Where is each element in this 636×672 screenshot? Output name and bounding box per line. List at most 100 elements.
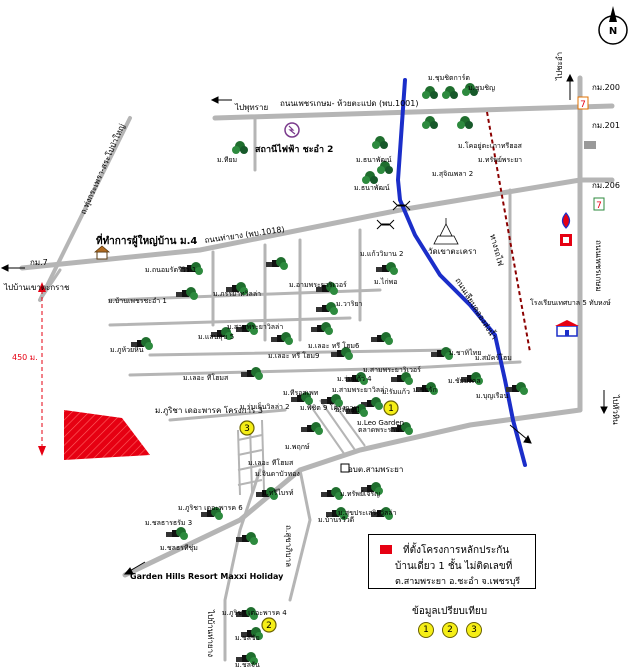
svg-text:ม.สามพระยาริเวอร์: ม.สามพระยาริเวอร์	[363, 366, 421, 374]
comparison-marker-2: 2	[442, 622, 458, 638]
road-h3	[148, 348, 452, 357]
svg-text:ม.เลอะ ทีโฮมส: ม.เลอะ ทีโฮมส	[183, 373, 229, 382]
road-market-branch	[288, 468, 312, 602]
label-north-arrow: ไปพุทราย	[234, 103, 268, 112]
label-ampur-pond: อบต.สามพระยา	[348, 465, 403, 474]
seven-eleven-icon: 7	[577, 96, 589, 110]
label-school: โรงเรียนเทศบาล 5 ทับหงษ์	[530, 298, 611, 307]
label-railway: ทางรถไฟ	[488, 233, 505, 267]
svg-text:ม.ถนอมรัตรีวิว 1: ม.ถนอมรัตรีวิว 1	[145, 266, 196, 274]
label-north-road: ถนนเพชรเกษม- ห้วยตะแปด (พบ.1001)	[280, 99, 418, 108]
road-h4	[128, 360, 522, 377]
svg-text:ม.ชาทิไทย: ม.ชาทิไทย	[449, 348, 481, 357]
svg-text:ม.รัมแก้ว: ม.รัมแก้ว	[382, 388, 410, 396]
label-petchkasem: ถนนเพชรเกษม	[594, 240, 603, 292]
svg-text:ม.ธนาพัฒน์: ม.ธนาพัฒน์	[356, 156, 392, 164]
svg-text:ม.สมัคร์โฮม: ม.สมัคร์โฮม	[475, 353, 512, 362]
svg-text:ม.ชลจัน: ม.ชลจัน	[235, 661, 260, 669]
project-site	[64, 410, 150, 460]
svg-text:ม.เลอะ ทรี โฮม6: ม.เลอะ ทรี โฮม6	[308, 341, 360, 350]
svg-text:ม.ทรีไบรท์: ม.ทรีไบรท์	[262, 488, 294, 497]
bank-icon	[560, 234, 572, 246]
svg-text:ม.ร่มแก้ว 4: ม.ร่มแก้ว 4	[337, 375, 372, 383]
svg-text:ม.ทีรอสเพท: ม.ทีรอสเพท	[283, 389, 319, 397]
label-km206: กม.206	[592, 181, 620, 190]
label-west-arrow: ไปบ้านเขาตะกราช	[3, 283, 70, 292]
svg-text:ม.ทรัพย์เจริญ: ม.ทรัพย์เจริญ	[340, 490, 380, 498]
svg-text:ม.แสนสุข 5: ม.แสนสุข 5	[198, 333, 234, 341]
svg-text:ม.ภรรยาทวิลล่า: ม.ภรรยาทวิลล่า	[213, 290, 261, 298]
label-distance: 450 ม.	[12, 353, 38, 362]
village-labels: ม.ชุมชิตการ์ต ม.ชุมชิญ ม.โคอยู่ตะเภาทรีฮ…	[108, 74, 523, 669]
river	[395, 78, 527, 467]
label-km200: กม.200	[592, 83, 620, 92]
road-southwest	[223, 468, 262, 662]
svg-text:ม.Leo Garden: ม.Leo Garden	[357, 419, 404, 427]
road-left-diagonal	[38, 116, 132, 302]
village-office-icon	[93, 245, 111, 260]
legend-swatch	[380, 545, 392, 554]
label-market: ตลาดพระราม	[358, 426, 400, 434]
svg-text:ม.ชลชัย: ม.ชลชัย	[235, 634, 260, 642]
label-temple: วัดเขาตะเครา	[428, 247, 477, 256]
svg-text:ม.ธนาพัฒน์: ม.ธนาพัฒน์	[354, 184, 390, 192]
svg-text:ม.สุจิณพลา 2: ม.สุจิณพลา 2	[432, 170, 473, 178]
svg-text:ม.ชุมชิญ: ม.ชุมชิญ	[468, 84, 495, 92]
svg-text:ม.ไก่พอ: ม.ไก่พอ	[374, 277, 397, 286]
substation-icon	[284, 122, 300, 138]
comparable-marker-2: 2	[261, 617, 277, 633]
svg-text:ม.ชลธรทีชุ่ม: ม.ชลธรทีชุ่ม	[160, 544, 198, 552]
svg-text:ม.แก้ววิมาน 2: ม.แก้ววิมาน 2	[360, 250, 403, 258]
school-icon	[555, 320, 579, 337]
seven-eleven-icon-2: 7	[593, 197, 605, 211]
legend-line-2: ต.สามพระยา อ.ชะอำ จ.เพชรบุรี	[395, 577, 521, 587]
project-subdivision-grid	[237, 397, 366, 496]
svg-text:ม.ร่มเย็นวิลล่า 2: ม.ร่มเย็นวิลล่า 2	[240, 402, 290, 411]
svg-text:ม.สามพระยาวิลล่า: ม.สามพระยาวิลล่า	[332, 386, 388, 394]
railway-line	[486, 111, 531, 353]
svg-text:ม.พฤกษ์: ม.พฤกษ์	[285, 443, 310, 451]
comparison-caption: ข้อมูลเปรียบเทียบ	[412, 606, 488, 617]
svg-text:ม.บ้านเพชรชะอำ 1: ม.บ้านเพชรชะอำ 1	[108, 297, 167, 305]
comparison-marker-1: 1	[418, 622, 434, 638]
legend-panel: ที่ตั้งโครงการหลักประกัน บ้านเดี่ยว 1 ชั…	[368, 534, 536, 589]
label-left-diag: ถ.ทุ่งกระเพรา-สระโปป่าใหญ่	[78, 122, 127, 216]
svg-text:ม.ภูห้วยหิน: ม.ภูห้วยหิน	[110, 346, 144, 354]
comparable-marker-1: 1	[383, 400, 399, 416]
temple-icon	[433, 218, 459, 245]
svg-text:ม.ลักษมี: ม.ลักษมี	[335, 406, 360, 414]
road-hcross	[168, 408, 287, 422]
label-km201: กม.201	[592, 121, 620, 130]
svg-text:1: 1	[388, 404, 394, 414]
svg-text:ม.พิชิต 9 โครงการ: ม.พิชิต 9 โครงการ	[300, 403, 357, 412]
station-building-icon	[584, 141, 596, 149]
bridge-icon	[376, 200, 411, 230]
svg-text:ม.ทรัพย์พระยา: ม.ทรัพย์พระยา	[478, 156, 522, 164]
legend-title: ที่ตั้งโครงการหลักประกัน	[403, 545, 510, 556]
label-road-southwest: ไปบ้านท่ายาง	[206, 609, 215, 657]
road-central-tayang	[19, 177, 615, 271]
svg-text:ม.ชัยรัก: ม.ชัยรัก	[413, 386, 437, 394]
road-to-km7	[38, 268, 62, 302]
svg-text:N: N	[609, 26, 617, 37]
svg-text:ม.ภูริชา เดอะพารค 6: ม.ภูริชา เดอะพารค 6	[178, 504, 243, 512]
label-to-hua-hin: ไปหัวหิน	[611, 394, 620, 425]
svg-text:ม.เลอะ ทรี โฮม9: ม.เลอะ ทรี โฮม9	[268, 351, 319, 360]
road-southern-main	[122, 407, 583, 578]
comparable-marker-3: 3	[239, 420, 255, 436]
svg-text:ม.ภูริชา เดอะพารค 4: ม.ภูริชา เดอะพารค 4	[222, 609, 287, 617]
label-km7: กม.7	[30, 258, 48, 267]
label-substation: สถานีไฟฟ้า ชะอำ 2	[255, 143, 333, 155]
gas-station-icon	[561, 212, 571, 229]
label-village-office: ที่ทำการผู้ใหญ่บ้าน ม.4	[96, 233, 197, 248]
direction-arrows	[0, 73, 608, 575]
legend-line-1: บ้านเดี่ยว 1 ชั้น ไม่ติดเลขที่	[395, 561, 513, 572]
svg-text:ม.บ้านรวีวดี: ม.บ้านรวีวดี	[318, 516, 354, 524]
label-to-cha-am: ไปชะอำ	[555, 52, 564, 81]
label-road-south: ถ.สุขาภิบาล	[284, 525, 293, 567]
svg-text:ม.ชลธารธรัม 3: ม.ชลธารธรัม 3	[145, 519, 192, 527]
label-khlong-road: ถนนเลียบคลองส่งน้ำ	[453, 275, 500, 341]
svg-text:ม.ชุมชิตการ์ต: ม.ชุมชิตการ์ต	[428, 74, 470, 82]
svg-text:ม.สุขประเสริฐวิลล่า: ม.สุขประเสริฐวิลล่า	[338, 509, 397, 517]
